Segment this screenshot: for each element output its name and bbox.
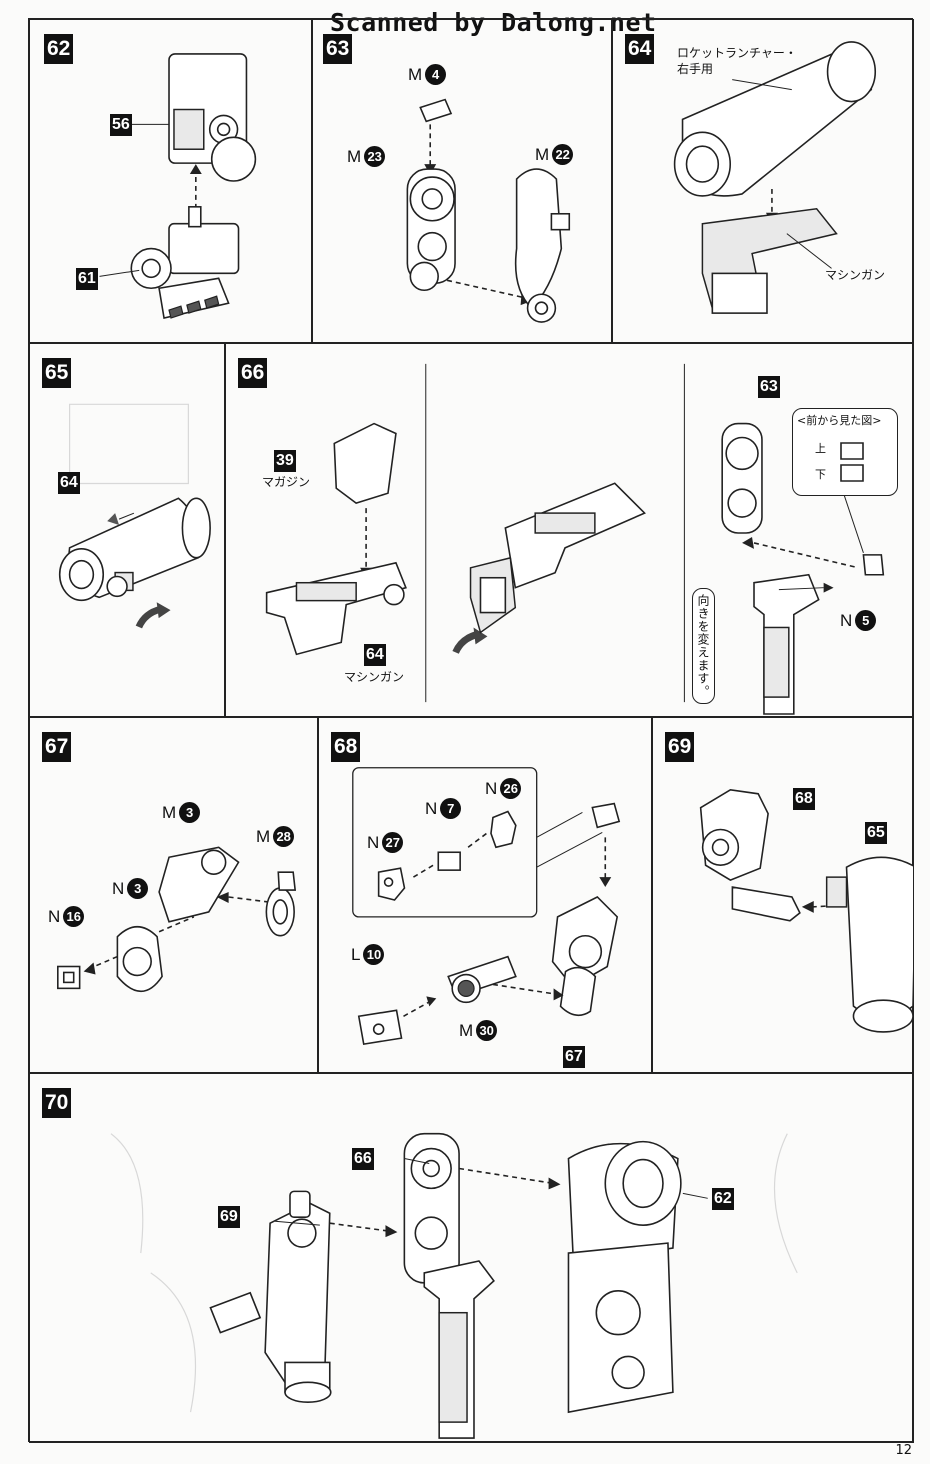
part-callout-39: 39 bbox=[274, 450, 296, 472]
step-64-illustration bbox=[673, 41, 877, 314]
front-view-down-label: 下 bbox=[815, 468, 826, 481]
scan-watermark: Scanned by Dalong.net bbox=[330, 8, 657, 37]
part-callout-56: 56 bbox=[110, 114, 132, 136]
part-callout-67: 67 bbox=[563, 1046, 585, 1068]
step-70-panel: 70 66 69 62 bbox=[29, 1073, 914, 1443]
step-number: 67 bbox=[42, 732, 72, 762]
step-number: 70 bbox=[42, 1088, 72, 1118]
rocket-launcher-label-2: 右手用 bbox=[677, 62, 714, 76]
step-number: 64 bbox=[625, 34, 655, 64]
step-65-panel: 65 64 bbox=[29, 343, 225, 717]
machine-gun-label: マシンガン bbox=[825, 268, 886, 282]
part-callout-62: 62 bbox=[712, 1188, 734, 1210]
front-view-callout: <前から見た図> 上 下 bbox=[792, 408, 898, 496]
part-callout-61: 61 bbox=[76, 268, 98, 290]
front-view-up-label: 上 bbox=[815, 442, 826, 455]
step-67-illustration bbox=[57, 846, 297, 992]
orientation-note: 向きを変えます。 bbox=[692, 588, 715, 704]
step-62-panel: 62 56 61 bbox=[29, 19, 312, 343]
step-70-illustration bbox=[110, 1132, 798, 1439]
step-number: 65 bbox=[42, 358, 72, 388]
step-69-illustration bbox=[699, 788, 913, 1033]
step-68-illustration bbox=[352, 767, 621, 1046]
page-number: 12 bbox=[895, 1443, 912, 1458]
front-view-diagram bbox=[840, 442, 864, 482]
part-callout-69: 69 bbox=[218, 1206, 240, 1228]
step-number: 68 bbox=[331, 732, 361, 762]
step-64-panel: 64 ロケットランチャー・ 右手用 マシンガン bbox=[612, 19, 914, 343]
step-66-illustration bbox=[265, 363, 885, 715]
part-callout-64: 64 bbox=[364, 644, 386, 666]
machine-gun-label: マシンガン bbox=[344, 670, 405, 684]
magazine-label: マガジン bbox=[262, 475, 311, 489]
part-callout-66: 66 bbox=[352, 1148, 374, 1170]
part-callout-63: 63 bbox=[758, 376, 780, 398]
step-65-illustration bbox=[58, 403, 211, 629]
step-63-illustration bbox=[406, 98, 571, 323]
step-62-illustration bbox=[99, 53, 257, 319]
part-callout-65: 65 bbox=[865, 822, 887, 844]
front-view-title: <前から見た図> bbox=[797, 414, 882, 427]
part-callout-68: 68 bbox=[793, 788, 815, 810]
rocket-launcher-label: ロケットランチャー・ bbox=[677, 46, 797, 60]
part-callout-64: 64 bbox=[58, 472, 80, 494]
step-number: 66 bbox=[238, 358, 268, 388]
step-number: 62 bbox=[44, 34, 74, 64]
step-69-panel: 69 68 65 bbox=[652, 717, 914, 1073]
step-number: 63 bbox=[323, 34, 353, 64]
step-number: 69 bbox=[665, 732, 695, 762]
